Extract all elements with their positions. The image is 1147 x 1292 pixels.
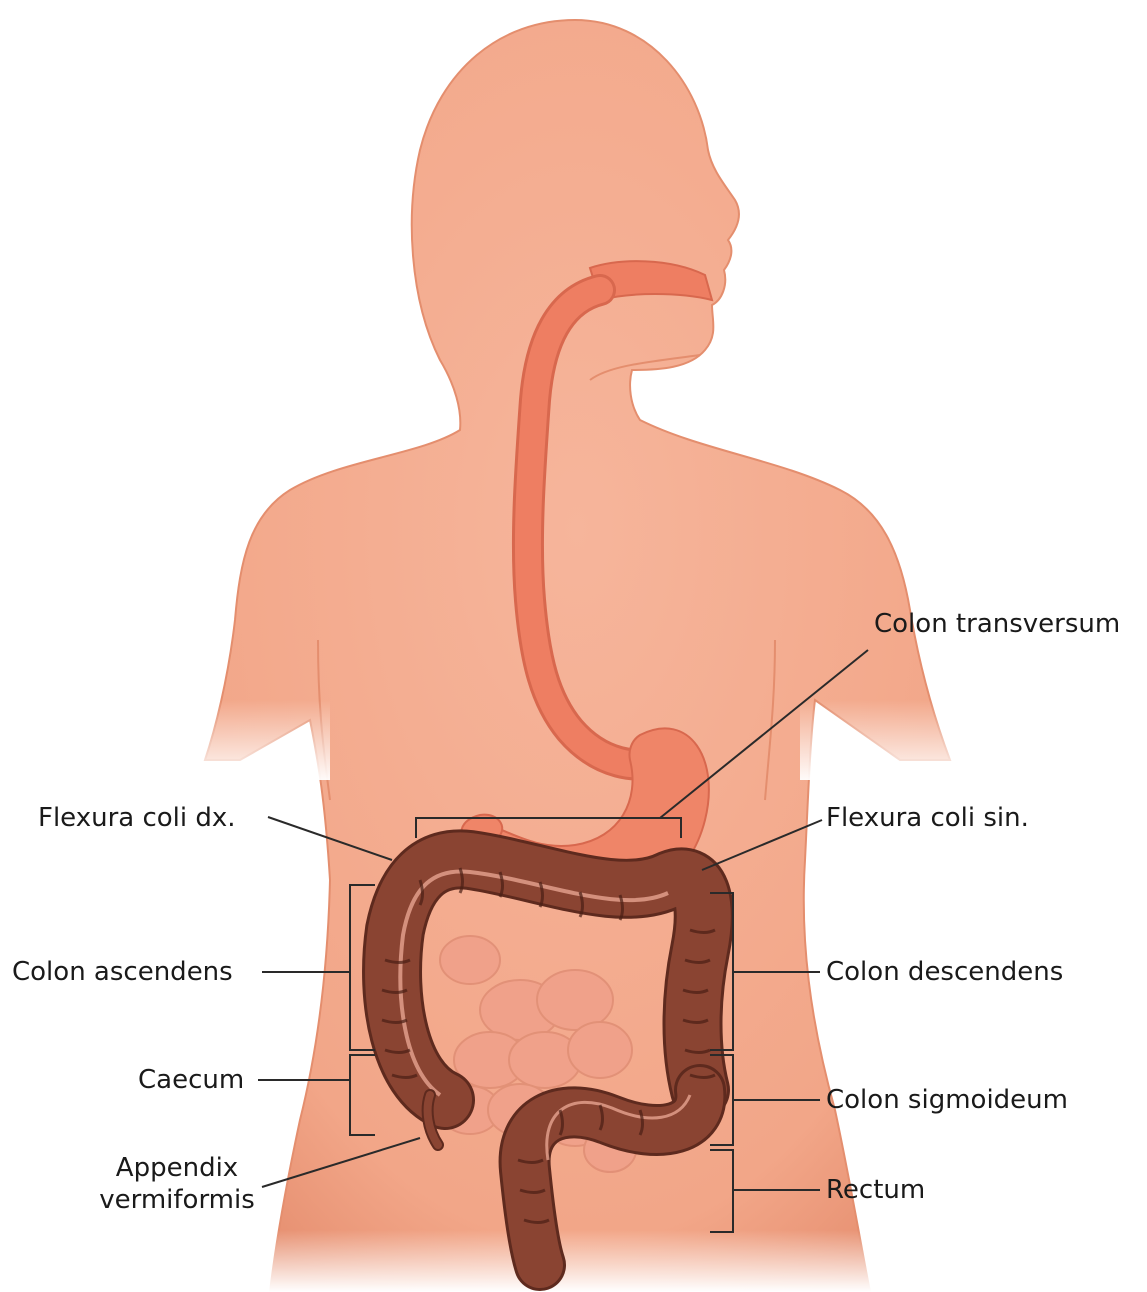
label-colon-descendens: Colon descendens [826, 956, 1063, 988]
label-flexura-coli-dx: Flexura coli dx. [38, 802, 236, 834]
torso-fade [250, 1230, 890, 1292]
arm-fade-left [180, 700, 330, 780]
label-caecum: Caecum [138, 1064, 244, 1096]
label-flexura-coli-sin: Flexura coli sin. [826, 802, 1029, 834]
label-colon-ascendens: Colon ascendens [12, 956, 233, 988]
label-rectum: Rectum [826, 1174, 925, 1206]
label-appendix-line1: Appendix [92, 1152, 262, 1184]
label-appendix-vermiformis: Appendix vermiformis [92, 1152, 262, 1216]
label-colon-sigmoideum: Colon sigmoideum [826, 1084, 1068, 1116]
label-appendix-line2: vermiformis [92, 1184, 262, 1216]
label-colon-transversum: Colon transversum [874, 608, 1120, 640]
arm-fade-right [800, 700, 970, 780]
